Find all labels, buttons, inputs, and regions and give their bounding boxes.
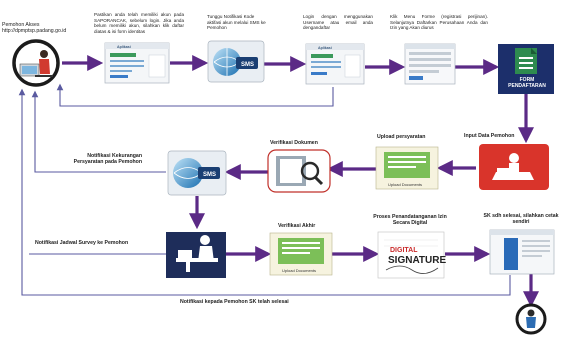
label-sms-notify: Tunggu Notifikasi Kode aktifasi akun mel… [207,14,266,30]
upload-caption: Upload Documents [388,182,422,187]
label-register: Pastikan anda telah memiliki akun pada S… [94,12,184,34]
signature-main-text: SIGNATURE [388,255,446,266]
login-app-title: Aplikasi [318,46,332,50]
return-line-notify-lack [31,90,166,173]
sk-done-screenshot [489,229,555,275]
survey-icon [166,232,226,278]
row3-arrows [226,246,539,308]
register-screenshot: Aplikasi [104,42,170,84]
label-sk-done: SK sdh selesai, silahkan cetak sendiri [483,213,559,226]
upload-persyaratan-icon: Upload Documents [375,146,439,190]
return-lines [18,83,511,296]
label-notify-survey: Notifikasi Jadwal Survey ke Pemohon [35,240,129,246]
menu-form-screenshot [404,43,456,85]
label-menu-form: Klik Menu Forme (registrasi perijinan). … [390,14,488,30]
return-line-finish [18,88,511,296]
verifikasi-dokumen-icon [267,149,331,193]
applicant-receive-icon [515,303,547,335]
digital-signature-icon: DIGITAL SIGNATURE [377,231,446,279]
label-applicant: Pemohon Akses http://dpmptsp.padang.go.i… [2,22,67,35]
label-login: Login dengan menggunakan Username atau e… [303,14,373,30]
register-app-title: Aplikasi [117,45,131,49]
verifikasi-akhir-icon: Upload Documents [269,232,333,276]
applicant-icon [12,39,60,87]
notify-lack-sms-icon: SMS [167,150,227,196]
label-signing: Proses Penandatanganan Izin Secara Digit… [373,214,447,227]
label-input-data: Input Data Pemohon [464,133,515,139]
label-upload: Upload persyaratan [377,134,426,140]
label-final-verify: Verifikasi Akhir [278,223,316,229]
sms-label-lack: SMS [203,172,216,178]
form-pendaftaran-icon [498,44,554,94]
row2-arrows [189,160,476,230]
input-data-icon [479,144,549,190]
return-line-login [56,83,334,107]
login-screenshot: Aplikasi [305,43,365,85]
label-verify-docs: Verifikasi Dokumen [270,140,318,146]
label-notify-finish: Notifikasi kepada Pemohon SK telah seles… [180,299,289,305]
sms-label-top: SMS [241,62,254,68]
label-notify-lack: Notifikasi Kekurangan Persyaratan pada P… [73,153,142,166]
label-form-icon: FORM PENDAFTARAN [508,77,546,89]
row1-arrows [62,55,534,144]
final-caption: Upload Documents [282,268,316,273]
signature-top-text: DIGITAL [390,247,418,254]
sms-notify-icon: SMS [207,40,265,83]
